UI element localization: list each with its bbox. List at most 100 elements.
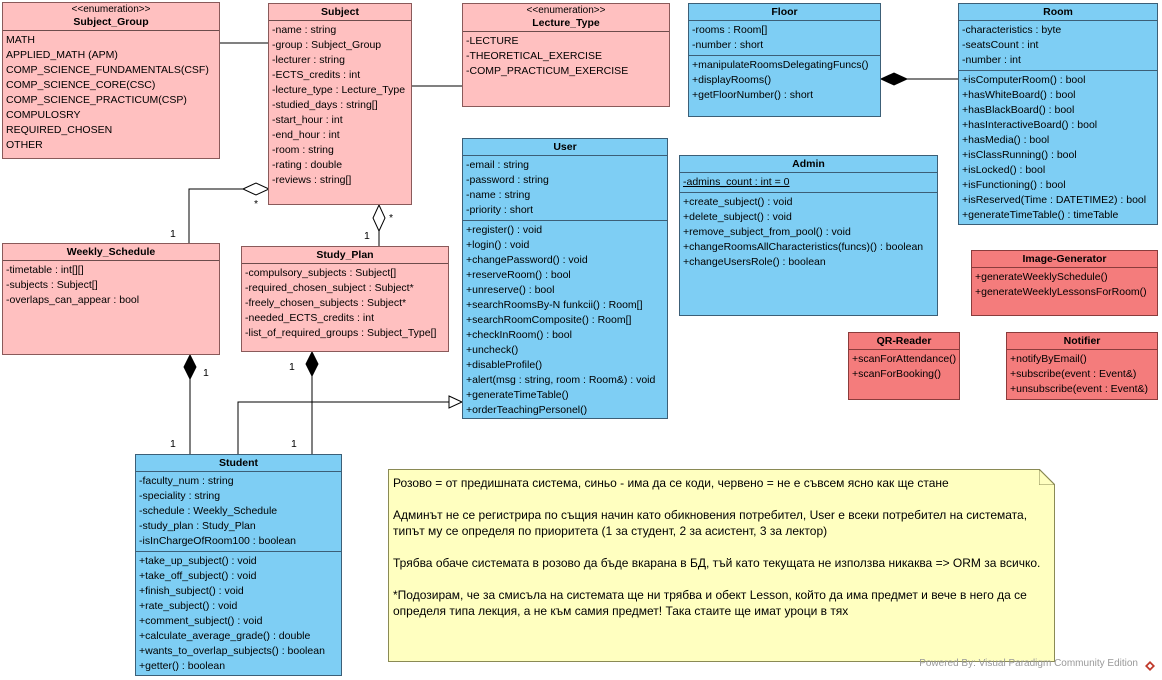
operation: +isFunctioning() : bool — [962, 179, 1066, 191]
attribute: -seatsCount : int — [962, 39, 1039, 51]
operation: +hasMedia() : bool — [962, 134, 1050, 146]
class-admin[interactable]: Admin -admins_count : int = 0 +create_su… — [679, 155, 938, 316]
note-paragraph: *Подозирам, че за смисъла на системата щ… — [393, 588, 1027, 618]
attribute: -rooms : Room[] — [692, 24, 768, 36]
class-floor[interactable]: Floor -rooms : Room[] -number : short +m… — [688, 3, 881, 117]
class-notifier[interactable]: Notifier +notifyByEmail() +subscribe(eve… — [1006, 332, 1158, 400]
attribute: -rating : double — [272, 159, 343, 171]
class-name: Subject_Group — [73, 16, 149, 28]
watermark-text: Powered By: Visual Paradigm Community Ed… — [919, 658, 1138, 669]
class-user[interactable]: User -email : string -password : string … — [462, 138, 668, 419]
operation-list: +register() : void +login() : void +chan… — [463, 220, 667, 418]
operation: +displayRooms() — [692, 74, 772, 86]
attribute: -priority : short — [466, 204, 534, 216]
attribute-list: -characteristics : byte -seatsCount : in… — [959, 20, 1157, 70]
attribute: -number : int — [962, 54, 1021, 66]
operation: +searchRoomComposite() : Room[] — [466, 314, 632, 326]
attribute: -lecture_type : Lecture_Type — [272, 84, 406, 96]
operation: +generateTimeTable() : timeTable — [962, 209, 1119, 221]
attribute: -email : string — [466, 159, 530, 171]
operation: +isComputerRoom() : bool — [962, 74, 1086, 86]
multiplicity-label: 1 — [203, 367, 209, 379]
attribute: -ECTS_credits : int — [272, 69, 361, 81]
composition-diamond — [879, 72, 909, 86]
operation: +register() : void — [466, 224, 543, 236]
composition-diamond — [305, 350, 319, 378]
attribute: -required_chosen_subject : Subject* — [245, 282, 414, 294]
operation: +calculate_average_grade() : double — [139, 630, 311, 642]
operation: +create_subject() : void — [683, 196, 793, 208]
multiplicity-label: * — [389, 212, 394, 224]
attribute: -number : short — [692, 39, 764, 51]
class-name: QR-Reader — [876, 335, 932, 347]
attribute-list: -compulsory_subjects : Subject[] -requir… — [242, 263, 448, 343]
class-name: User — [553, 141, 577, 153]
attribute-list: -admins_count : int = 0 — [680, 172, 937, 192]
note-paragraph: Админът не се регистрира по същия начин … — [393, 508, 1028, 538]
attribute-list: -rooms : Room[] -number : short — [689, 20, 880, 55]
attribute-list: -name : string -group : Subject_Group -l… — [269, 20, 411, 190]
attribute: -reviews : string[] — [272, 174, 352, 186]
class-name: Lecture_Type — [532, 17, 600, 29]
enum-literal: -THEORETICAL_EXERCISE — [466, 50, 602, 62]
aggregation-diamond — [372, 203, 386, 233]
operation: +take_off_subject() : void — [139, 570, 257, 582]
attribute: -name : string — [466, 189, 531, 201]
operation: +wants_to_overlap_subjects() : boolean — [139, 645, 325, 657]
class-name: Weekly_Schedule — [66, 246, 156, 258]
attribute-list: -timetable : int[][] -subjects : Subject… — [3, 260, 219, 310]
class-study-plan[interactable]: Study_Plan -compulsory_subjects : Subjec… — [241, 246, 449, 352]
composition-diamond — [183, 353, 197, 381]
enum-literal: OTHER — [6, 139, 43, 151]
note-fold-corner — [1039, 469, 1055, 485]
operation: +remove_subject_from_pool() : void — [683, 226, 851, 238]
class-lecture-type[interactable]: <<enumeration>> Lecture_Type -LECTURE -T… — [462, 3, 670, 107]
multiplicity-label: 1 — [170, 228, 176, 240]
attribute: -compulsory_subjects : Subject[] — [245, 267, 397, 279]
operation: +unsubscribe(event : Event&) — [1010, 383, 1149, 395]
operation: +rate_subject() : void — [139, 600, 238, 612]
class-image-generator[interactable]: Image-Generator +generateWeeklySchedule(… — [971, 250, 1158, 316]
operation: +getFloorNumber() : short — [692, 89, 814, 101]
operation: +delete_subject() : void — [683, 211, 792, 223]
operation-list: +create_subject() : void +delete_subject… — [680, 192, 937, 272]
attribute: -characteristics : byte — [962, 24, 1062, 36]
attribute: -overlaps_can_appear : bool — [6, 294, 140, 306]
attribute: -study_plan : Study_Plan — [139, 520, 256, 532]
class-subject-group[interactable]: <<enumeration>> Subject_Group MATH APPLI… — [2, 2, 220, 159]
weekly-schedule-subject-aggregation — [188, 188, 243, 243]
class-weekly-schedule[interactable]: Weekly_Schedule -timetable : int[][] -su… — [2, 243, 220, 355]
attribute: -list_of_required_groups : Subject_Type[… — [245, 327, 437, 339]
operation: +finish_subject() : void — [139, 585, 244, 597]
enum-literal: COMP_SCIENCE_FUNDAMENTALS(CSF) — [6, 64, 209, 76]
class-qr-reader[interactable]: QR-Reader +scanForAttendance() +scanForB… — [848, 332, 960, 400]
class-room[interactable]: Room -characteristics : byte -seatsCount… — [958, 3, 1158, 225]
operation-list: +manipulateRoomsDelegatingFuncs() +displ… — [689, 55, 880, 105]
class-name: Study_Plan — [316, 249, 374, 261]
operation: +scanForBooking() — [852, 368, 941, 380]
operation-list: +generateWeeklySchedule() +generateWeekl… — [972, 267, 1157, 302]
operation: +isClassRunning() : bool — [962, 149, 1077, 161]
class-name: Student — [218, 457, 259, 469]
attribute: -studied_days : string[] — [272, 99, 378, 111]
operation: +changePassword() : void — [466, 254, 588, 266]
operation: +alert(msg : string, room : Room&) : voi… — [466, 374, 656, 386]
class-student[interactable]: Student -faculty_num : string -specialit… — [135, 454, 342, 676]
operation: +hasInteractiveBoard() : bool — [962, 119, 1098, 131]
class-name: Subject — [321, 6, 359, 18]
operation: +orderTeachingPersonel() — [466, 404, 588, 416]
class-subject[interactable]: Subject -name : string -group : Subject_… — [268, 3, 412, 205]
multiplicity-label: 1 — [289, 361, 295, 373]
multiplicity-label: 1 — [291, 438, 297, 450]
enum-literal: MATH — [6, 34, 35, 46]
aggregation-diamond — [241, 182, 271, 196]
operation: +subscribe(event : Event&) — [1010, 368, 1137, 380]
operation: +isReserved(Time : DATETIME2) : bool — [962, 194, 1147, 206]
operation: +hasWhiteBoard() : bool — [962, 89, 1076, 101]
diagram-note[interactable]: Розово = от предишната система, синьо - … — [388, 469, 1055, 662]
generalization-arrowhead — [448, 395, 464, 409]
attribute: -faculty_num : string — [139, 475, 234, 487]
enum-literal: -LECTURE — [466, 35, 519, 47]
attribute: -admins_count : int = 0 — [683, 176, 790, 188]
operation: +unreserve() : bool — [466, 284, 555, 296]
